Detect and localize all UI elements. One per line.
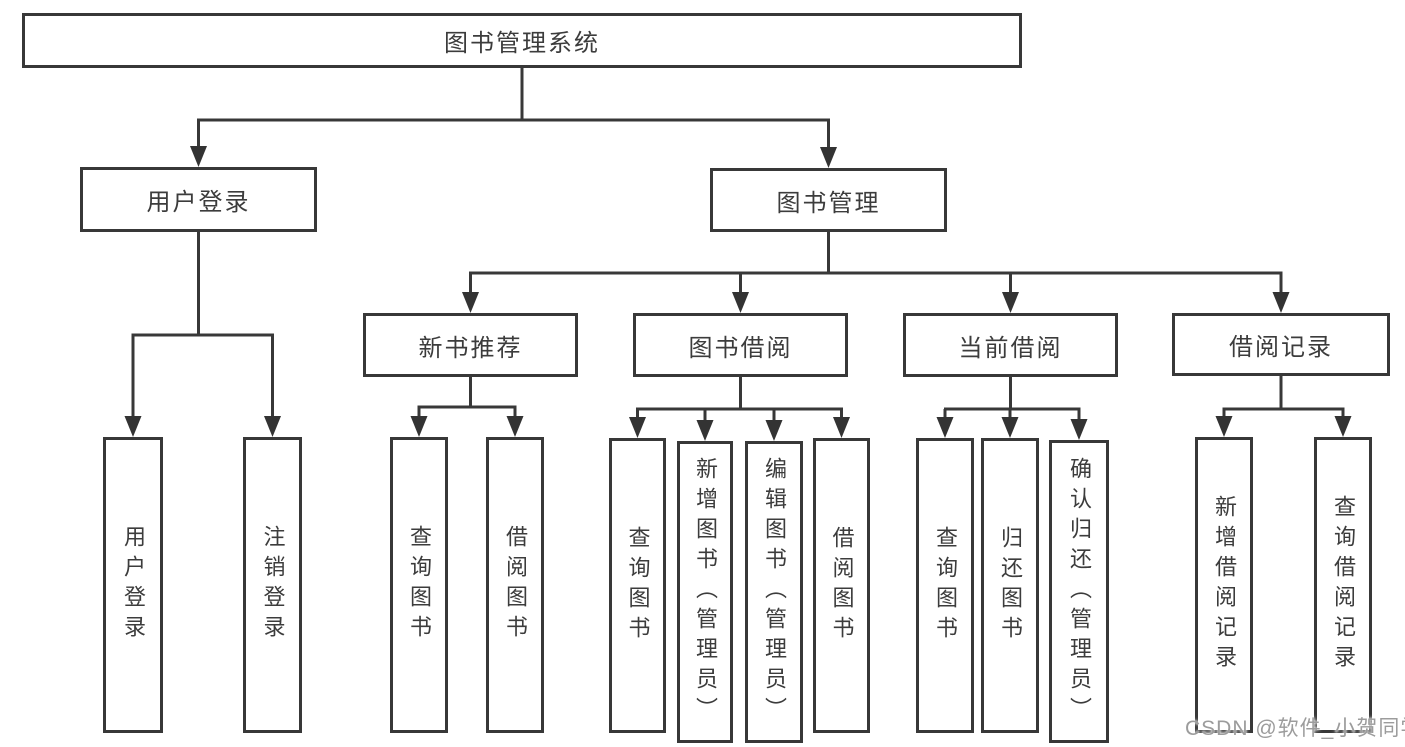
node-user-login-action: 用户登录 bbox=[103, 437, 163, 733]
node-label: 借阅图书 bbox=[829, 525, 855, 646]
node-label: 查询图书 bbox=[933, 525, 958, 646]
node-new-book-recommend: 新书推荐 bbox=[363, 313, 578, 377]
connector-current-borrow bbox=[943, 377, 1081, 424]
node-label: 查询借阅记录 bbox=[1331, 495, 1356, 675]
arrowhead bbox=[833, 417, 850, 438]
arrowhead bbox=[1070, 419, 1088, 440]
node-logout: 注销登录 bbox=[243, 437, 302, 733]
arrowhead bbox=[190, 146, 207, 167]
node-query-books-current: 查询图书 bbox=[916, 438, 974, 733]
node-book-borrow: 图书借阅 bbox=[633, 313, 848, 377]
arrowhead bbox=[1001, 417, 1019, 438]
connector-book-borrow bbox=[636, 377, 843, 425]
node-current-borrow: 当前借阅 bbox=[903, 313, 1118, 377]
connector-user-login bbox=[131, 232, 274, 420]
connector-borrow-records bbox=[1222, 376, 1345, 421]
node-borrow-books-action: 借阅图书 bbox=[813, 438, 870, 733]
node-query-books-recommend: 查询图书 bbox=[390, 437, 448, 733]
arrowhead bbox=[462, 292, 479, 313]
arrowhead bbox=[410, 416, 428, 437]
connector-new-book-recommend bbox=[417, 377, 517, 421]
arrowhead bbox=[820, 147, 837, 168]
node-book-management: 图书管理 bbox=[710, 168, 947, 232]
arrowhead bbox=[1272, 292, 1290, 313]
arrowhead bbox=[1002, 292, 1019, 313]
arrowhead bbox=[506, 416, 524, 437]
connector-book-management bbox=[469, 232, 1283, 296]
arrowhead bbox=[124, 416, 142, 437]
node-confirm-return-admin: 确认归还（管理员） bbox=[1049, 440, 1109, 743]
node-label: 查询图书 bbox=[407, 525, 432, 645]
node-edit-book-admin: 编辑图书（管理员） bbox=[745, 441, 803, 743]
node-label: 归还图书 bbox=[998, 525, 1023, 646]
node-borrow-books-recommend: 借阅图书 bbox=[486, 437, 544, 733]
node-label: 新增图书（管理员） bbox=[693, 457, 718, 727]
node-label: 注销登录 bbox=[260, 525, 286, 645]
csdn-watermark: CSDN @软件_小贺同学 bbox=[1185, 717, 1405, 740]
node-user-login: 用户登录 bbox=[80, 167, 317, 232]
arrowhead bbox=[765, 420, 783, 441]
node-label: 编辑图书（管理员） bbox=[762, 457, 787, 727]
arrowhead bbox=[264, 416, 281, 437]
node-label: 用户登录 bbox=[121, 525, 146, 645]
node-add-borrow-record: 新增借阅记录 bbox=[1195, 437, 1253, 733]
node-borrow-records: 借阅记录 bbox=[1172, 313, 1390, 376]
node-label: 查询图书 bbox=[625, 525, 651, 646]
node-return-book: 归还图书 bbox=[981, 438, 1039, 733]
arrowhead bbox=[696, 420, 714, 441]
node-query-books-borrow: 查询图书 bbox=[609, 438, 666, 733]
connector-root bbox=[197, 68, 830, 151]
node-label: 确认归还（管理员） bbox=[1067, 456, 1092, 727]
node-query-borrow-record: 查询借阅记录 bbox=[1314, 437, 1372, 733]
node-root: 图书管理系统 bbox=[22, 13, 1022, 68]
arrowhead bbox=[936, 417, 954, 438]
arrowhead bbox=[1334, 416, 1352, 437]
node-label: 借阅图书 bbox=[503, 525, 528, 645]
node-add-book-admin: 新增图书（管理员） bbox=[677, 441, 733, 743]
node-label: 新增借阅记录 bbox=[1212, 495, 1237, 675]
arrowhead bbox=[1215, 416, 1233, 437]
arrowhead bbox=[629, 417, 646, 438]
arrowhead bbox=[732, 292, 749, 313]
